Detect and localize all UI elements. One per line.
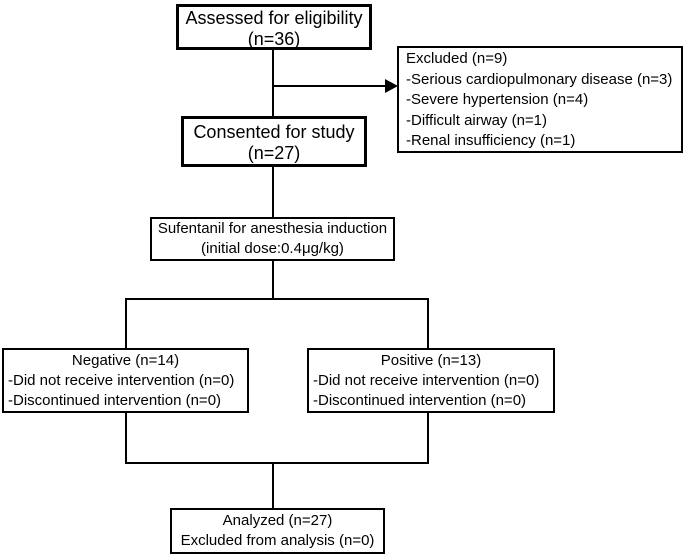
- branch-right-vertical: [427, 298, 429, 349]
- connector-merge-to-analyzed: [272, 462, 274, 509]
- excluded-line-4: -Difficult airway (n=1): [406, 111, 548, 129]
- negative-item-1: -Did not receive intervention (n=0): [8, 372, 235, 389]
- excluded-line-3: -Severe hypertension (n=4): [406, 91, 589, 108]
- box-positive-group: Positive (n=13) -Did not receive interve…: [307, 348, 555, 413]
- branch-horizontal-line: [125, 298, 429, 300]
- positive-item-2: -Discontinued intervention (n=0): [313, 392, 527, 409]
- excluded-line-1: Excluded (n=9): [406, 50, 508, 67]
- positive-item-1: -Did not receive intervention (n=0): [313, 372, 540, 389]
- excluded-line-5: -Renal insufficiency (n=1): [406, 132, 576, 149]
- induction-line-2: (initial dose:0.4μg/kg): [201, 240, 344, 257]
- box-analyzed: Analyzed (n=27) Excluded from analysis (…: [170, 508, 385, 554]
- induction-line-1: Sufentanil for anesthesia induction: [157, 220, 388, 237]
- box-excluded: Excluded (n=9) -Serious cardiopulmonary …: [397, 46, 683, 153]
- analyzed-line-2: Excluded from analysis (n=0): [180, 532, 375, 549]
- negative-item-2: -Discontinued intervention (n=0): [8, 392, 222, 409]
- excluded-line-2: -Serious cardiopulmonary disease (n=3): [406, 70, 673, 88]
- positive-title: Positive (n=13): [380, 352, 482, 369]
- box-sufentanil-induction: Sufentanil for anesthesia induction (ini…: [150, 217, 395, 261]
- box-assessed-for-eligibility: Assessed for eligibility (n=36): [176, 4, 372, 50]
- consented-line-1: Consented for study: [193, 122, 355, 142]
- box-consented-for-study: Consented for study (n=27): [181, 116, 367, 167]
- connector-assessed-to-consented: [272, 49, 274, 117]
- connector-consented-to-induction: [272, 166, 274, 218]
- merge-right-vertical: [427, 412, 429, 464]
- analyzed-line-1: Analyzed (n=27): [222, 512, 333, 529]
- connector-induction-to-branch: [272, 259, 274, 300]
- merge-horizontal-line: [125, 462, 429, 464]
- consented-line-2: (n=27): [247, 143, 301, 163]
- branch-left-vertical: [125, 298, 127, 349]
- negative-title: Negative (n=14): [71, 352, 180, 369]
- assessed-line-1: Assessed for eligibility: [185, 8, 363, 28]
- connector-to-excluded: [273, 85, 387, 87]
- box-negative-group: Negative (n=14) -Did not receive interve…: [2, 348, 249, 413]
- merge-left-vertical: [125, 412, 127, 464]
- assessed-line-2: (n=36): [247, 29, 301, 49]
- arrow-head-icon: [385, 79, 398, 93]
